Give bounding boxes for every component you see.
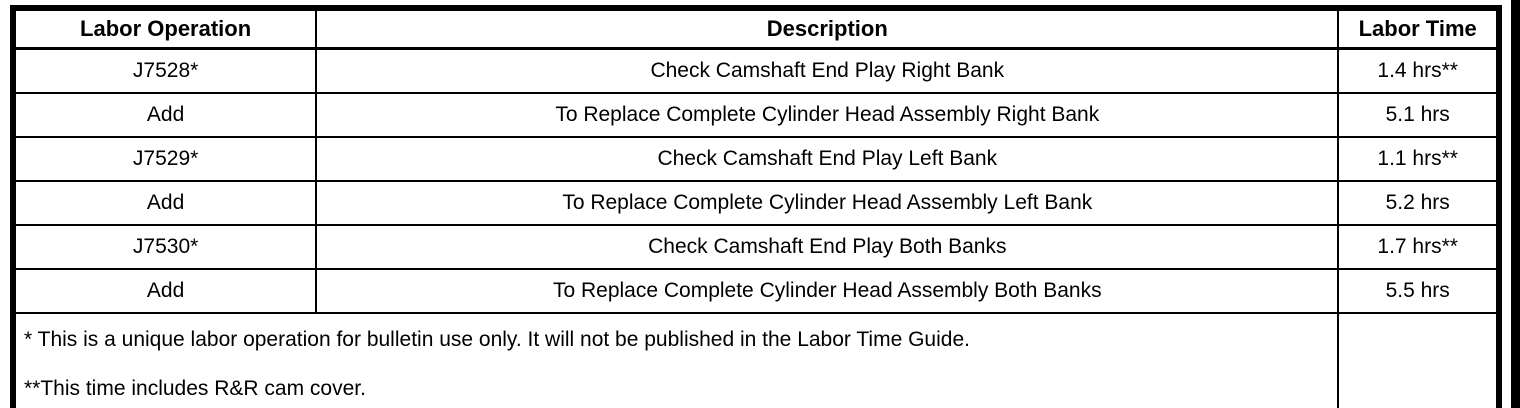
labor-operation-cell: J7530* [11, 224, 318, 270]
labor-operation-cell: J7528* [11, 47, 318, 94]
description-cell: To Replace Complete Cylinder Head Assemb… [315, 180, 1340, 226]
description-cell: To Replace Complete Cylinder Head Assemb… [315, 268, 1340, 314]
labor-operation-cell: Add [11, 180, 318, 226]
labor-time-cell: 5.5 hrs [1337, 268, 1500, 314]
table-row: Add To Replace Complete Cylinder Head As… [11, 92, 1500, 138]
labor-time-cell: 5.2 hrs [1337, 180, 1500, 226]
labor-time-cell: 1.4 hrs** [1337, 47, 1500, 94]
header-row: Labor Operation Description Labor Time [11, 7, 1500, 50]
table-row: Add To Replace Complete Cylinder Head As… [11, 180, 1500, 226]
labor-operation-cell: J7529* [11, 136, 318, 182]
footnotes-cell: * This is a unique labor operation for b… [11, 312, 1340, 408]
table-row: Add To Replace Complete Cylinder Head As… [11, 268, 1500, 314]
column-header-description: Description [315, 7, 1340, 50]
labor-operation-cell: Add [11, 92, 318, 138]
footnote-unique-operation: * This is a unique labor operation for b… [24, 328, 970, 351]
labor-time-cell: 1.1 hrs** [1337, 136, 1500, 182]
footnote-empty-time-cell [1337, 312, 1500, 408]
column-header-labor-operation: Labor Operation [11, 7, 318, 50]
labor-time-table: Labor Operation Description Labor Time J… [10, 5, 1502, 408]
column-header-labor-time: Labor Time [1337, 7, 1500, 50]
footnote-row: * This is a unique labor operation for b… [11, 312, 1500, 408]
table-row: J7529* Check Camshaft End Play Left Bank… [11, 136, 1500, 182]
labor-operation-cell: Add [11, 268, 318, 314]
description-cell: To Replace Complete Cylinder Head Assemb… [315, 92, 1340, 138]
description-cell: Check Camshaft End Play Left Bank [315, 136, 1340, 182]
table-row: J7530* Check Camshaft End Play Both Bank… [11, 224, 1500, 270]
labor-time-cell: 1.7 hrs** [1337, 224, 1500, 270]
footnote-cam-cover: **This time includes R&R cam cover. [24, 377, 366, 400]
table-row: J7528* Check Camshaft End Play Right Ban… [11, 47, 1500, 94]
description-cell: Check Camshaft End Play Both Banks [315, 224, 1340, 270]
labor-time-cell: 5.1 hrs [1337, 92, 1500, 138]
page-edge-bar [1511, 0, 1520, 408]
description-cell: Check Camshaft End Play Right Bank [315, 47, 1340, 94]
